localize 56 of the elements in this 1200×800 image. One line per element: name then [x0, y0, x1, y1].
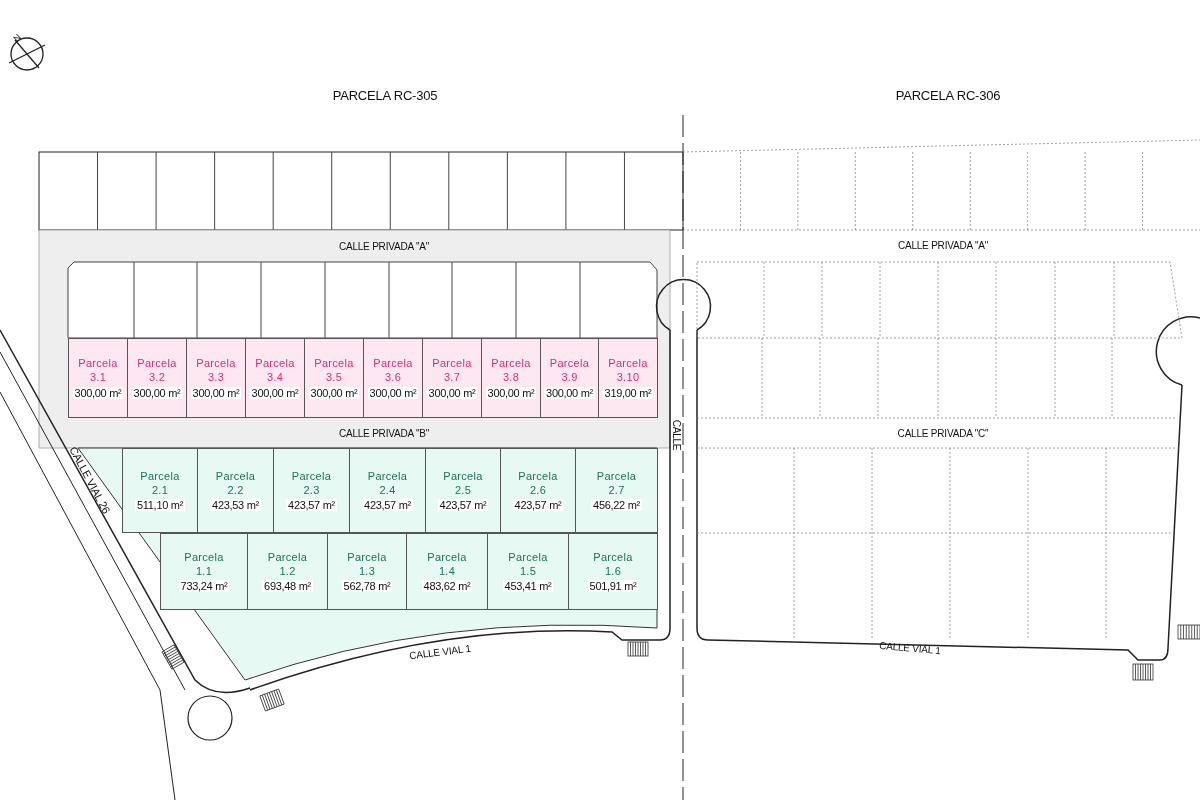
parcel-plot: [122, 448, 198, 533]
parcel-area: 300,00 m²: [131, 386, 183, 399]
parcel-area: 319,00 m²: [602, 386, 654, 399]
parcel-area: 423,53 m²: [210, 499, 261, 512]
north-label: N: [11, 32, 23, 44]
parcel-area: 453,41 m²: [502, 580, 554, 593]
parcel-plot: [304, 338, 364, 418]
parcel-plot: [481, 338, 541, 418]
parcel-plot: [487, 533, 569, 610]
street-label: CALLE PRIVADA "B": [338, 427, 430, 439]
street-label: CALLE: [670, 419, 682, 451]
parcel-plot: [127, 338, 187, 418]
parcel-plot: [247, 533, 328, 610]
parcel-plot: [363, 338, 423, 418]
street-label: PARCELA RC-306: [895, 87, 1001, 103]
street-label: CALLE PRIVADA "A": [338, 240, 430, 252]
parcel-plot: [568, 533, 658, 610]
parcel-plot: [245, 338, 305, 418]
parcel-area: 562,78 m²: [341, 580, 393, 593]
parcel-area: 693,48 m²: [262, 580, 313, 593]
parcel-plot: [500, 448, 576, 533]
parcel-plot: [186, 338, 246, 418]
parcel-plot: [327, 533, 407, 610]
parcel-plot: [197, 448, 274, 533]
parcel-plot: [540, 338, 599, 418]
parcel-plot: [425, 448, 501, 533]
parcel-plot: [406, 533, 488, 610]
parcel-area: 423,57 m²: [362, 499, 413, 512]
parcel-area: 483,62 m²: [421, 580, 473, 593]
parcel-area: 300,00 m²: [544, 386, 595, 399]
parcel-plot: [68, 338, 128, 418]
parcel-area: 300,00 m²: [367, 386, 419, 399]
parcel-area: 423,57 m²: [437, 499, 489, 512]
parcel-area: 733,24 m²: [178, 580, 230, 593]
parcel-plot: [598, 338, 658, 418]
parcel-area: 456,22 m²: [591, 499, 642, 512]
parcel-area: 300,00 m²: [72, 386, 124, 399]
parcel-area: 300,00 m²: [426, 386, 478, 399]
parcel-plot: [422, 338, 482, 418]
parcel-plot: [349, 448, 426, 533]
parcel-area: 300,00 m²: [308, 386, 360, 399]
street-label: CALLE PRIVADA "A": [897, 239, 989, 251]
street-label: PARCELA RC-305: [332, 87, 438, 103]
street-label: CALLE VIAL 1: [408, 642, 472, 662]
parcel-area: 300,00 m²: [249, 386, 301, 399]
parcel-area: 501,91 m²: [587, 580, 639, 593]
parcel-area: 423,57 m²: [512, 499, 564, 512]
parcel-area: 300,00 m²: [190, 386, 242, 399]
parcel-plot: [273, 448, 350, 533]
parcel-plot: [160, 533, 248, 610]
parcel-plot: [575, 448, 658, 533]
parcel-area: 423,57 m²: [286, 499, 337, 512]
street-label: CALLE VIAL 1: [878, 639, 942, 657]
street-label: CALLE PRIVADA "C": [897, 427, 989, 439]
parcel-area: 300,00 m²: [485, 386, 537, 399]
parcel-area: 511,10 m²: [135, 499, 185, 512]
